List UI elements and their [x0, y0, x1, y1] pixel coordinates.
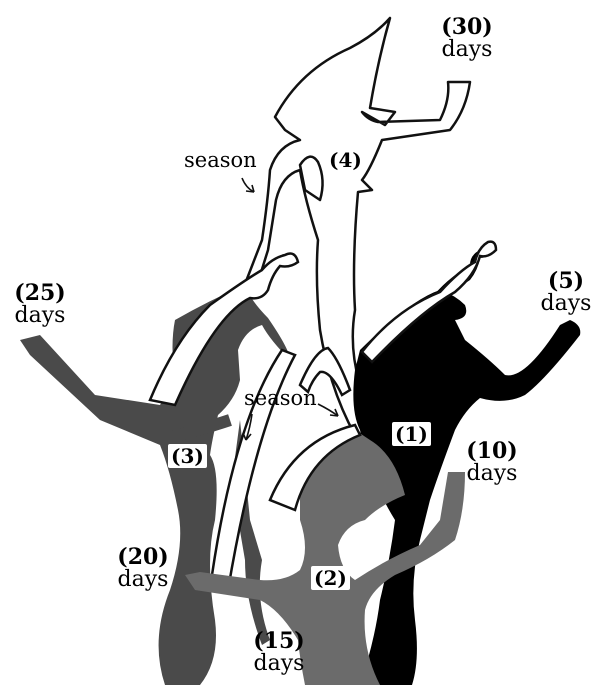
figure-number-3: (3) — [168, 444, 207, 468]
label-10-days: (10) days — [456, 440, 528, 485]
label-5-days: (5) days — [534, 270, 598, 315]
figure-number-2: (2) — [311, 566, 350, 590]
label-10-unit: days — [467, 461, 518, 486]
season-label-top: season — [184, 148, 257, 172]
figure-number-4: (4) — [326, 148, 365, 172]
label-20-days: (20) days — [110, 546, 176, 591]
label-25-unit: days — [15, 303, 66, 328]
figure-number-1: (1) — [392, 422, 431, 446]
label-15-unit: days — [254, 651, 305, 676]
label-30-unit: days — [442, 37, 493, 62]
label-20-unit: days — [118, 567, 169, 592]
label-15-days: (15) days — [246, 630, 312, 675]
season-label-mid: season — [244, 386, 317, 410]
label-25-days: (25) days — [6, 282, 74, 327]
label-30-days: (30) days — [434, 16, 500, 61]
label-5-unit: days — [541, 291, 592, 316]
